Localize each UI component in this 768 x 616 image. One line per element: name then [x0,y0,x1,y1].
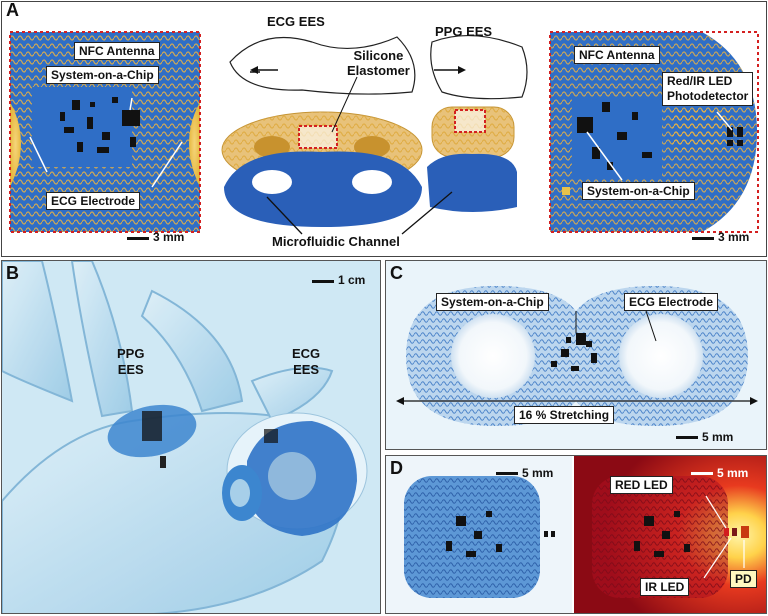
panel-c-soc-label: System-on-a-Chip [436,293,549,311]
panel-d-scale-right-label: 5 mm [717,466,748,480]
panel-c-letter: C [390,263,403,284]
panel-d-scale-bar-right [691,472,713,475]
panel-c-scale-label: 5 mm [702,430,733,444]
microfluidic-channel-label: Microfluidic Channel [272,234,400,249]
panel-b: B PPG EES ECG EES 1 cm [1,260,381,614]
panel-d: D 5 mm 5 mm RED LED IR LED PD [385,455,767,614]
left-electrode-pad [451,314,535,398]
panel-d-letter: D [390,458,403,479]
panel-b-ppg-label: PPG EES [117,346,144,378]
left-ecg-electrode-label: ECG Electrode [46,192,140,210]
scale-bar-right [692,237,714,240]
ppg-ees-title: PPG EES [435,24,492,39]
silicone-elastomer-label: Silicone Elastomer [347,48,410,78]
right-soc-label: System-on-a-Chip [582,182,695,200]
scale-bar-left [127,237,149,240]
right-nfc-antenna-label: NFC Antenna [574,46,660,64]
panel-c: C System-on-a-Chip ECG Electrode 16 % St… [385,260,767,450]
panel-b-scale-bar [312,280,334,283]
panel-b-artwork [2,261,381,614]
left-scale-label: 3 mm [153,230,184,244]
red-led-label: RED LED [610,476,673,494]
pd-label: PD [730,570,757,588]
panel-a: A NFC Antenna System-on-a-Chip ECG Elect… [1,1,767,257]
ecg-ees-title: ECG EES [267,14,325,29]
left-soc-label: System-on-a-Chip [46,66,159,84]
panel-d-scale-bar-left [496,472,518,475]
panel-d-artwork [386,456,767,614]
stretch-arrow-left-head [396,397,404,405]
right-led-photodetector-label: Red/IR LED Photodetector [662,72,753,106]
ppg-exploded-view [427,36,527,212]
panel-b-letter: B [6,263,19,284]
panel-c-scale-bar [676,436,698,439]
panel-a-letter: A [6,1,19,21]
left-nfc-antenna-label: NFC Antenna [74,42,160,60]
ir-led-label: IR LED [640,578,689,596]
panel-a-artwork [2,2,767,257]
right-electrode-pad [619,314,703,398]
panel-c-stretching-label: 16 % Stretching [514,406,614,424]
panel-b-ecg-label: ECG EES [292,346,320,378]
panel-b-scale-label: 1 cm [338,273,365,287]
panel-c-electrode-label: ECG Electrode [624,293,718,311]
stretch-arrow-right-head [750,397,758,405]
right-scale-label: 3 mm [718,230,749,244]
panel-d-scale-left-label: 5 mm [522,466,553,480]
